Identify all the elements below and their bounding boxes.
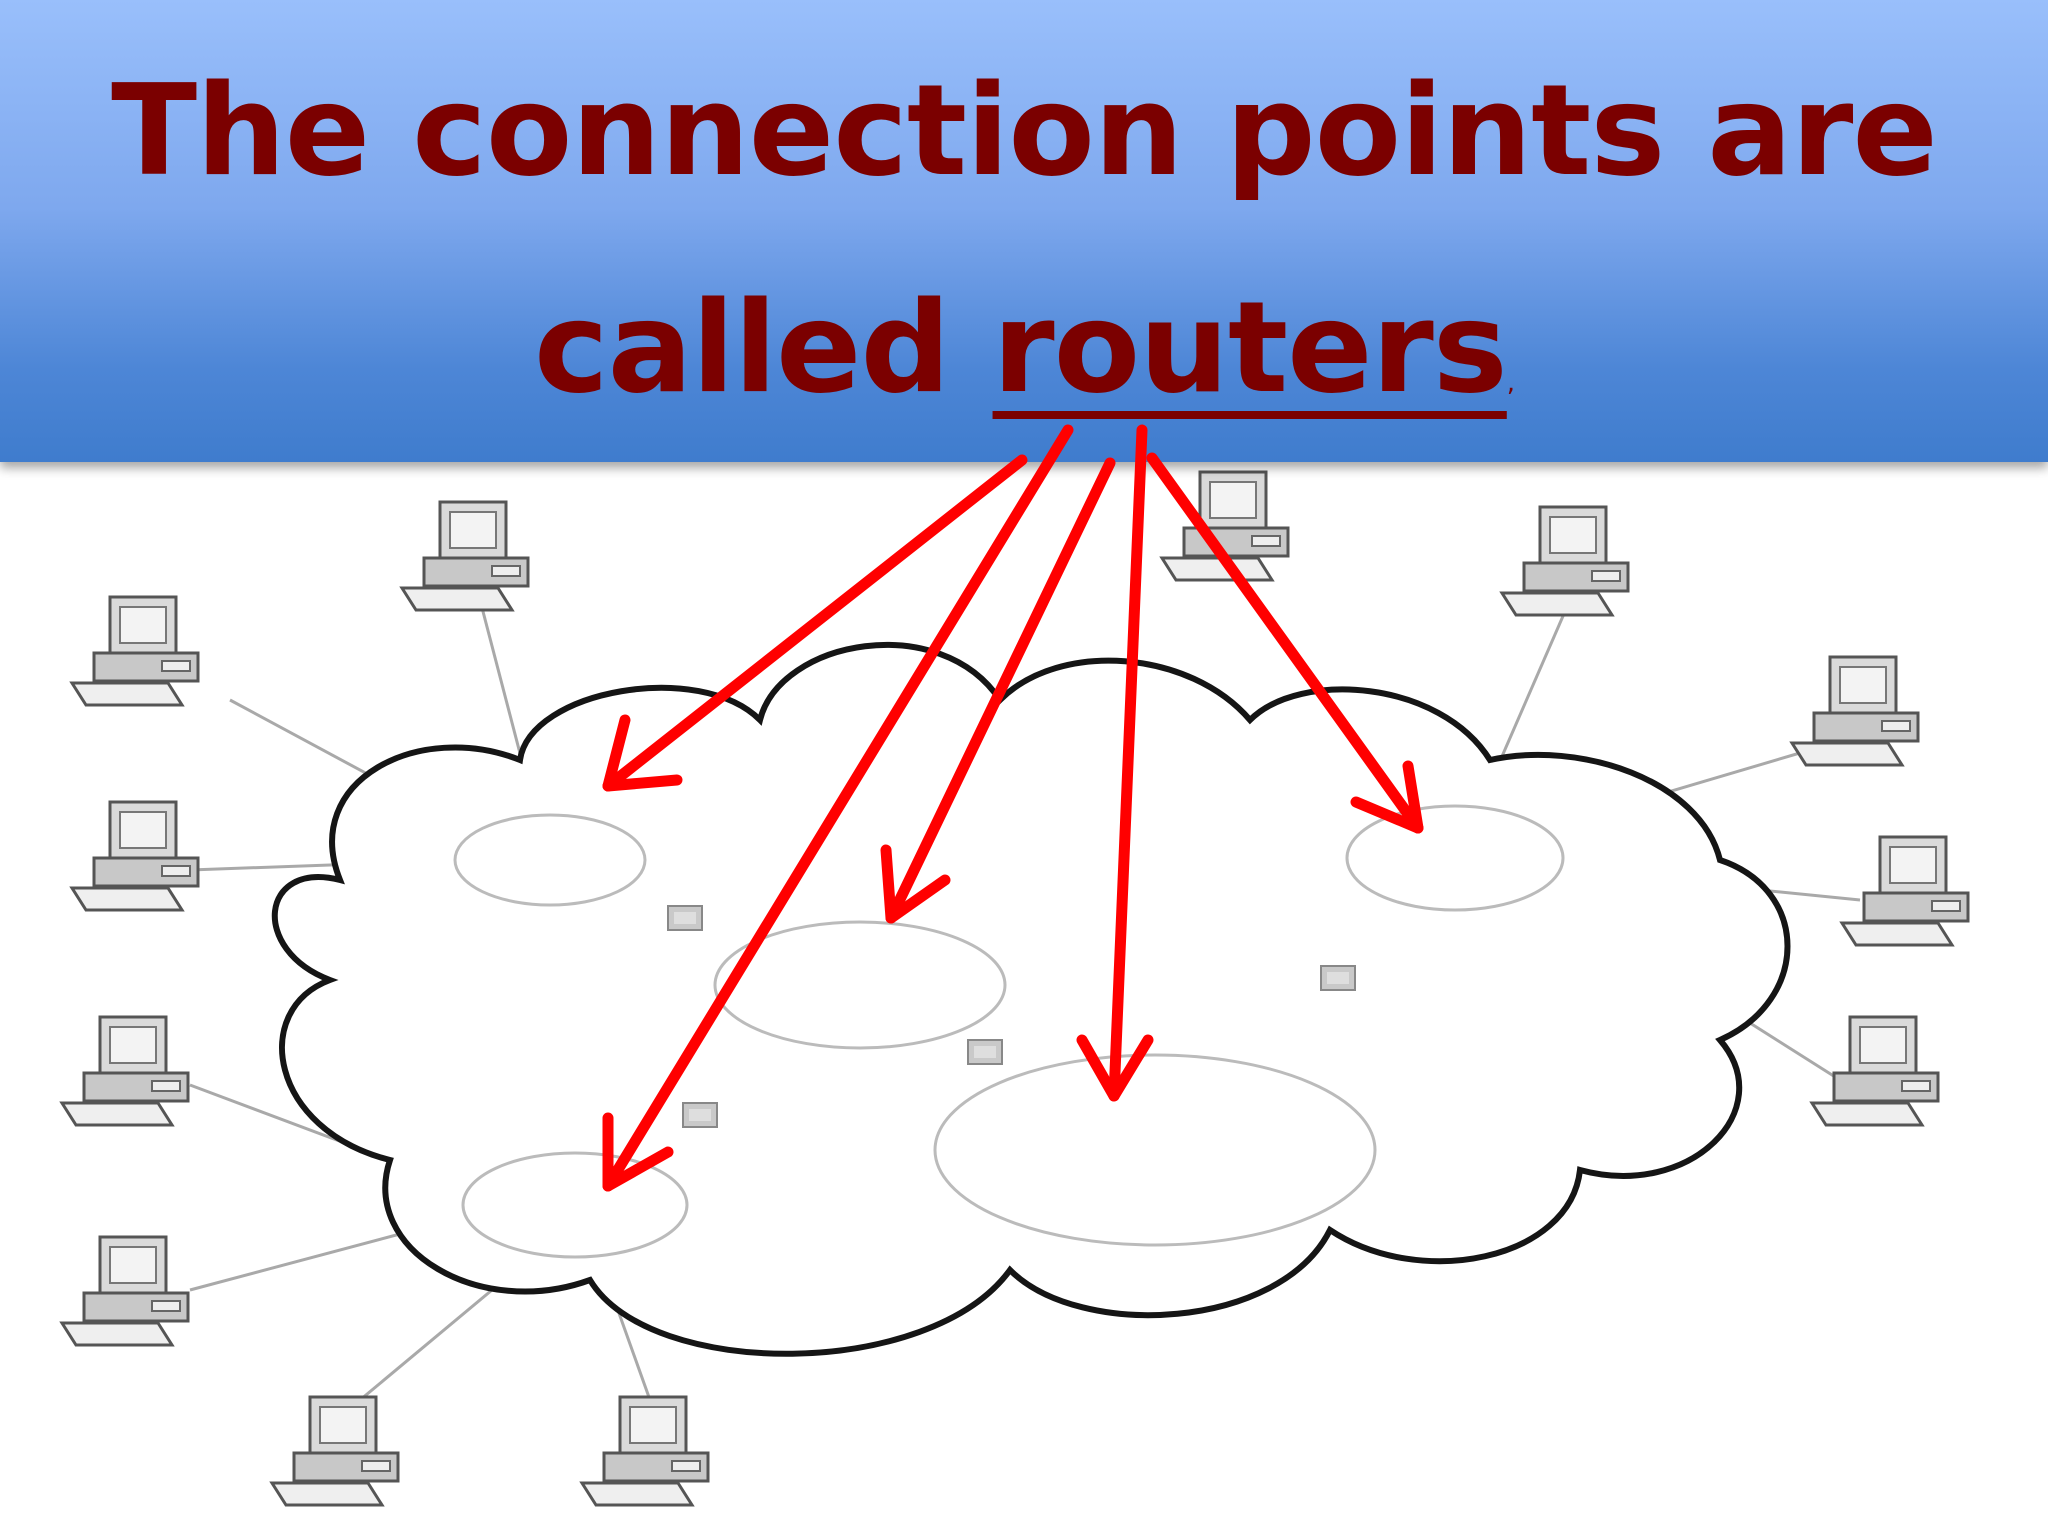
slide-title-line2: called routers, xyxy=(0,285,2048,411)
desktop-computer-icon xyxy=(1160,470,1290,582)
router-node-1 xyxy=(453,813,647,907)
router-node-5 xyxy=(1345,804,1565,912)
network-switch-icon xyxy=(682,1102,718,1128)
slide-title-line1: The connection points are xyxy=(111,57,1938,204)
desktop-computer-icon xyxy=(60,1235,190,1347)
desktop-computer-icon xyxy=(580,1395,710,1507)
desktop-computer-icon xyxy=(1810,1015,1940,1127)
desktop-computer-icon xyxy=(70,800,200,912)
title-banner: The connection points are called routers… xyxy=(0,0,2048,462)
title-prefix: called xyxy=(533,274,993,421)
network-switch-icon xyxy=(667,905,703,931)
desktop-computer-icon xyxy=(1840,835,1970,947)
router-node-2 xyxy=(713,920,1007,1050)
router-node-4 xyxy=(461,1151,689,1259)
desktop-computer-icon xyxy=(1790,655,1920,767)
title-keyword-routers: routers xyxy=(992,274,1508,421)
desktop-computer-icon xyxy=(70,595,200,707)
router-node-3 xyxy=(933,1053,1377,1247)
desktop-computer-icon xyxy=(270,1395,400,1507)
network-switch-icon xyxy=(967,1039,1003,1065)
network-cloud xyxy=(271,641,1791,1357)
title-trailing-comma: , xyxy=(1506,368,1515,398)
desktop-computer-icon xyxy=(400,500,530,612)
desktop-computer-icon xyxy=(1500,505,1630,617)
network-switch-icon xyxy=(1320,965,1356,991)
desktop-computer-icon xyxy=(60,1015,190,1127)
